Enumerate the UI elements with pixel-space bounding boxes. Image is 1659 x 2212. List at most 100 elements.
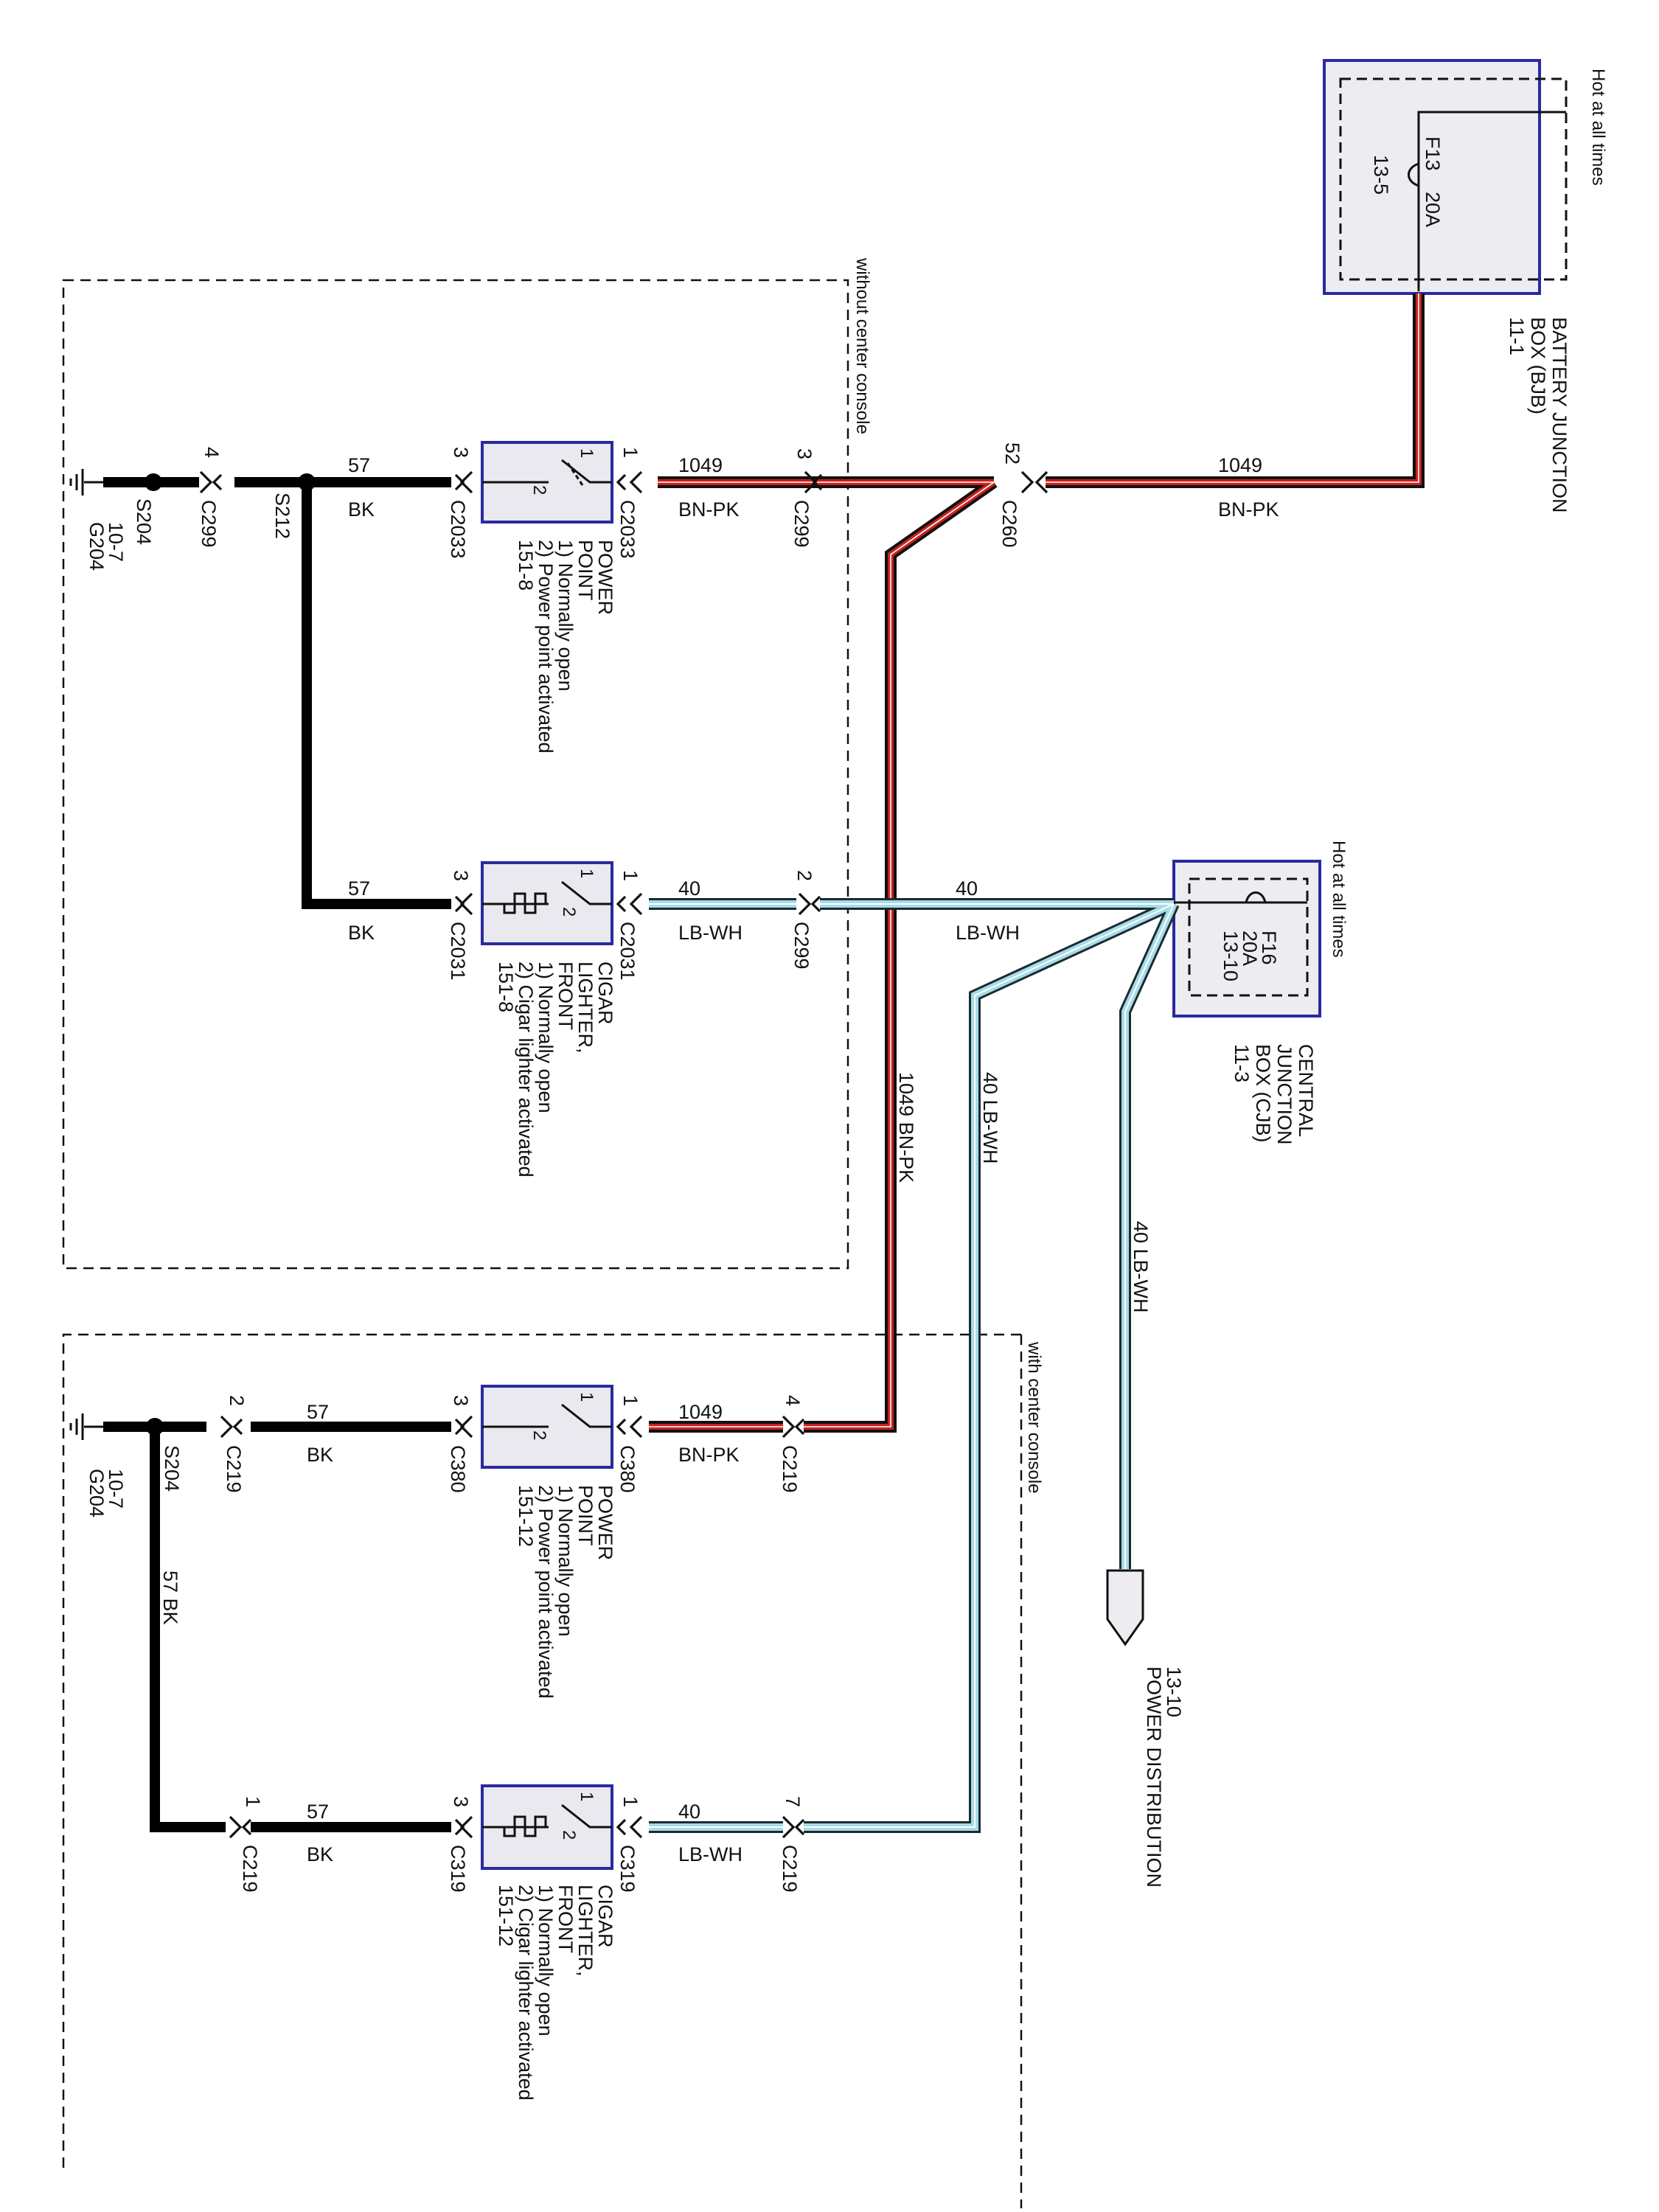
connector-c2033: 1 C2033 3 C2033 <box>447 447 643 559</box>
cl-bot-pin2: 2 <box>559 1830 579 1840</box>
w40-color-a: LB-WH <box>678 922 742 944</box>
c299-pin3-id: C299 <box>790 500 813 548</box>
heating-element-icon-bottom <box>503 1815 547 1837</box>
c260-id: C260 <box>998 500 1020 548</box>
bjb-inner-outline <box>1339 77 1568 281</box>
s204-top-label: S204 <box>133 498 155 545</box>
cigar-lighter-top: 1 2 CIGAR LIGHTER, FRONT 1) Normally ope… <box>481 861 616 1183</box>
connector-c219-pin2: 2 C219 <box>220 1395 248 1493</box>
c2033-pin3-id: C2033 <box>447 500 469 559</box>
w1049-circuit-a: 1049 <box>678 454 723 476</box>
wire-40-lb-wh <box>649 898 1180 1833</box>
fuse-f13-icon <box>1408 162 1419 187</box>
c219-pin7-id: C219 <box>779 1845 801 1893</box>
w57-color-d: BK <box>307 1843 333 1865</box>
connector-c299-pin2: 2 C299 <box>790 870 821 970</box>
c380-pin3: 3 <box>450 1395 472 1406</box>
c319-pin1: 1 <box>619 1796 641 1807</box>
ground-g204-top: G204 10-7 <box>69 469 127 577</box>
connector-c260: 52 C260 <box>998 442 1048 548</box>
c299-pin4-id: C299 <box>198 500 220 548</box>
w1049-vertical: 1049 BN-PK <box>895 1072 917 1183</box>
c319-pin3-id: C319 <box>447 1845 469 1893</box>
cjb-name: CENTRAL JUNCTION BOX (CJB) 11-3 <box>1231 1044 1317 1150</box>
w1049-color-a: BN-PK <box>678 498 740 521</box>
ground-g204-bottom: G204 10-7 <box>69 1413 127 1523</box>
c219-pin2-pin: 2 <box>226 1395 248 1406</box>
bjb-fuse-id: F13 <box>1422 136 1444 171</box>
section-label-with-console: with center console <box>1024 1341 1044 1493</box>
cl-top-pin2: 2 <box>559 907 579 917</box>
power-point-top: 1 2 POWER POINT 1) Normally open 2) Powe… <box>481 441 616 759</box>
w40-circuit-c: 40 <box>678 1801 700 1823</box>
cjb-fuse-ref: 13-10 <box>1220 931 1242 981</box>
w57-color-b: BK <box>348 922 375 944</box>
wire-1049-bn-pk <box>649 293 1425 1433</box>
pp-top-description: POWER POINT 1) Normally open 2) Power po… <box>515 540 616 759</box>
connector-c2031: 1 C2031 3 C2031 <box>447 870 643 981</box>
bjb-fuse-ref: 13-5 <box>1370 155 1392 195</box>
w1049-circuit-b: 1049 <box>1218 454 1262 476</box>
c380-pin1: 1 <box>619 1395 641 1406</box>
connector-c299-pin3: 3 C299 <box>790 448 823 548</box>
pp-bot-description: POWER POINT 1) Normally open 2) Power po… <box>515 1485 616 1704</box>
c2033-pin3: 3 <box>450 447 472 458</box>
s204-bottom-label: S204 <box>161 1445 183 1492</box>
c299-pin2-id: C299 <box>790 922 813 970</box>
g204-bottom-label: G204 10-7 <box>86 1469 127 1523</box>
c219-pin4-pin: 4 <box>782 1395 804 1406</box>
cigar-lighter-bottom: 1 2 CIGAR LIGHTER, FRONT 1) Normally ope… <box>481 1784 616 2101</box>
w57-circuit-d: 57 <box>307 1801 329 1823</box>
connector-c219-pin4: 4 C219 <box>779 1395 805 1493</box>
wire-57-bk <box>103 477 451 1832</box>
cjb-fuse-id: F16 <box>1258 931 1280 965</box>
central-junction-box: Hot at all times F16 20A 13-10 CENTRAL J… <box>1172 841 1349 1150</box>
power-point-bottom: 1 2 POWER POINT 1) Normally open 2) Powe… <box>481 1385 616 1704</box>
battery-junction-box: Hot at all times F13 20A 13-5 BATTERY JU… <box>1323 59 1608 513</box>
section-without-center-console: without center console <box>62 257 872 1270</box>
c219-pin2-id: C219 <box>223 1445 245 1493</box>
c299-pin3-pin: 3 <box>793 448 815 459</box>
pp-top-pin2: 2 <box>529 485 549 495</box>
c219-pin1-pin: 1 <box>242 1796 264 1807</box>
bjb-hot-label: Hot at all times <box>1588 69 1608 186</box>
bjb-outline <box>1323 59 1541 295</box>
c2031-pin3-id: C2031 <box>447 922 469 981</box>
w57-color-a: BK <box>348 498 375 521</box>
switch-contact-icon <box>566 462 584 486</box>
cjb-outline <box>1172 860 1321 1018</box>
w1049-circuit-c: 1049 <box>678 1401 723 1423</box>
c299-pin4-pin: 4 <box>201 447 223 458</box>
c380-pin1-id: C380 <box>616 1445 639 1493</box>
w40-color-c: LB-WH <box>678 1843 742 1865</box>
heating-element-icon <box>503 892 547 914</box>
connector-c299-pin4: 4 C299 <box>198 447 223 548</box>
connector-c219-pin1: 1 C219 <box>229 1796 264 1893</box>
c219-pin4-id: C219 <box>779 1445 801 1493</box>
c319-pin1-id: C319 <box>616 1845 639 1893</box>
section-label-without-console: without center console <box>852 257 872 434</box>
w57-circuit-a: 57 <box>348 454 370 476</box>
g204-top-label: G204 10-7 <box>86 522 127 577</box>
connector-c380: 1 C380 3 C380 <box>447 1395 643 1493</box>
pp-bot-pin1: 1 <box>577 1392 597 1402</box>
c2031-pin3: 3 <box>450 870 472 881</box>
wire-labels: 1049 BN-PK 1049 BN-PK 1049 BN-PK 1049 BN… <box>159 454 1279 1865</box>
w40-circuit-a: 40 <box>678 877 700 900</box>
w57-vertical: 57 BK <box>159 1571 181 1625</box>
c2031-pin1-id: C2031 <box>616 922 639 981</box>
c319-pin3: 3 <box>450 1796 472 1807</box>
splice-s212: S212 <box>271 473 316 539</box>
cjb-inner-outline <box>1188 877 1309 997</box>
power-distribution-label: POWER DISTRIBUTION 13-10 <box>1143 1666 1185 1893</box>
w57-color-c: BK <box>307 1444 333 1466</box>
cl-top-description: CIGAR LIGHTER, FRONT 1) Normally open 2)… <box>495 961 616 1183</box>
section-with-center-console: with center console <box>62 1333 1044 2208</box>
off-page-arrow-icon <box>1106 1569 1144 1646</box>
pp-top-pin1: 1 <box>577 448 597 458</box>
connector-c319: 1 C319 3 C319 <box>447 1796 643 1893</box>
w1049-color-c: BN-PK <box>678 1444 740 1466</box>
c2031-pin1: 1 <box>619 870 641 881</box>
c380-pin3-id: C380 <box>447 1445 469 1493</box>
